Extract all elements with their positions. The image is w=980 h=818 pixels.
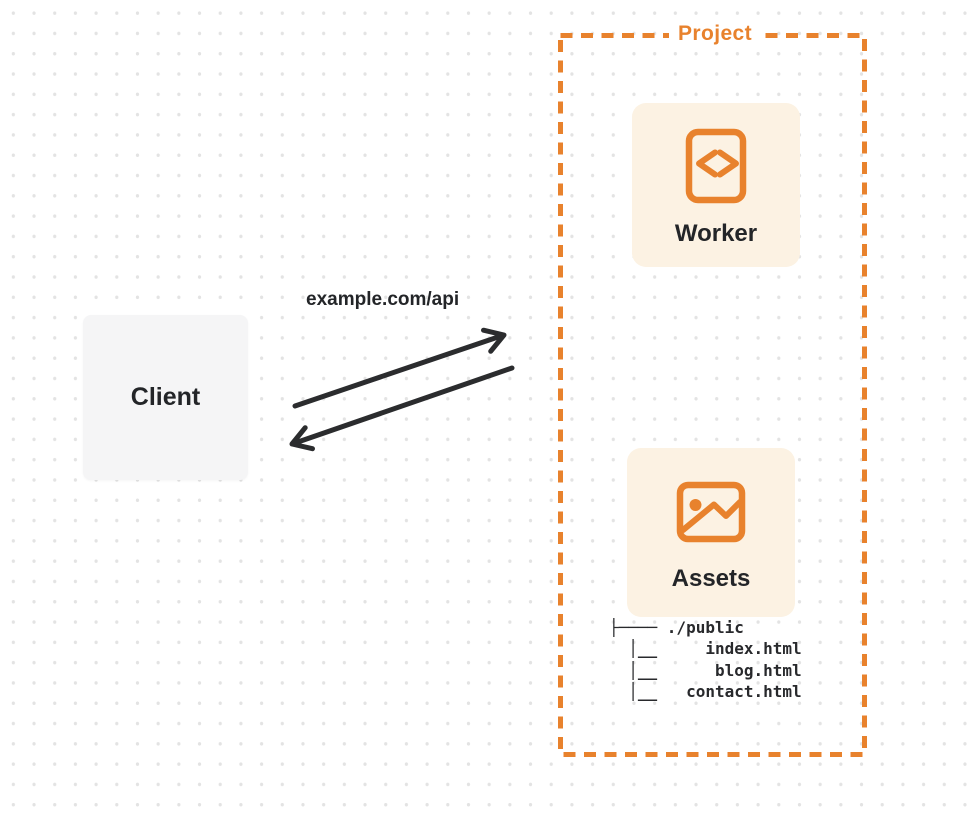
- request-arrowhead-icon: [481, 327, 507, 354]
- client-node-label: Client: [130, 383, 201, 411]
- file-tree-line: │__ blog.html: [609, 660, 802, 680]
- worker-node-label: Worker: [674, 220, 758, 247]
- project-group-label: Project: [669, 22, 761, 46]
- image-icon: [676, 481, 746, 543]
- file-tree-line: │__ contact.html: [609, 681, 802, 701]
- chevron-right-icon: [717, 149, 739, 178]
- worker-node: Worker: [632, 103, 800, 267]
- response-arrow-line: [292, 365, 515, 446]
- request-arrow-line: [292, 333, 504, 409]
- chevron-left-icon: [696, 149, 718, 178]
- image-frame: [676, 481, 746, 543]
- assets-file-tree: ├──── ./public │__ index.html │__ blog.h…: [609, 617, 802, 702]
- code-file-outline: [685, 128, 747, 204]
- image-mountains: [680, 499, 743, 533]
- client-node: Client: [83, 315, 248, 480]
- code-file-icon: [685, 128, 747, 204]
- request-url-label: example.com/api: [306, 289, 460, 310]
- image-sun-dot: [689, 499, 702, 511]
- response-arrowhead-icon: [289, 425, 315, 452]
- file-tree-line: │__ index.html: [609, 639, 802, 659]
- assets-node: Assets: [627, 448, 795, 617]
- file-tree-line: ├──── ./public: [609, 618, 744, 637]
- assets-node-label: Assets: [671, 565, 751, 592]
